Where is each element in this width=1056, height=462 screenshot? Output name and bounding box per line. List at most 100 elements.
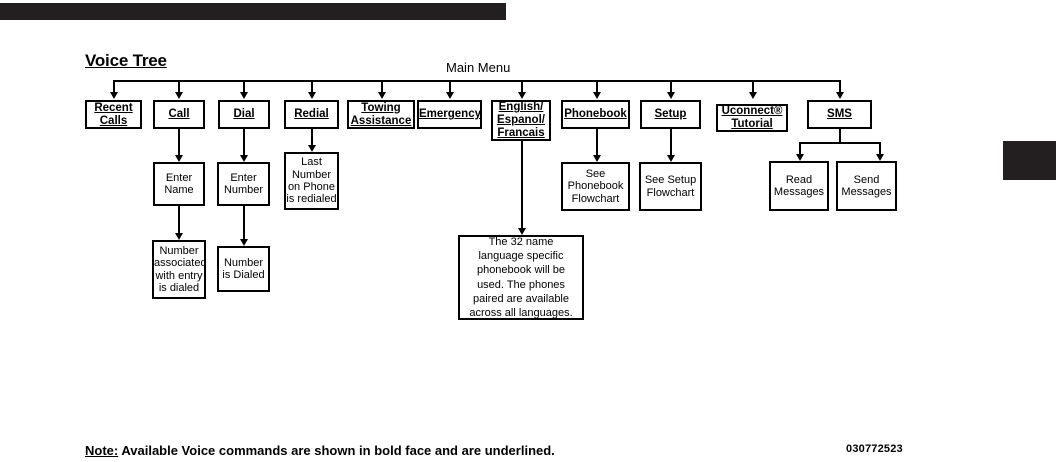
node-text-line: The 32 name language specific phonebook … [469, 236, 573, 319]
bus-drop-uconnect-tutorial [752, 80, 754, 93]
footer-note-lead: Note: [85, 443, 119, 458]
node-text-line: Call [168, 108, 190, 121]
node-text-line: Messages [773, 186, 825, 198]
node-text-line: Recent [94, 101, 133, 114]
node-text-line: Read [785, 173, 813, 186]
node-text-line: associated [154, 257, 207, 270]
bus-drop-dial [243, 80, 245, 93]
menu-node-language[interactable]: English/ Espanol/ Francais [491, 100, 551, 141]
arrow-to-setup-flowchart [666, 155, 675, 162]
node-call-number-dialed: Number associated with entry is dialed [152, 240, 207, 299]
node-read-messages: Read Messages [769, 161, 829, 211]
node-text-line: Uconnect® [721, 105, 783, 118]
menu-node-phonebook[interactable]: Phonebook [561, 100, 630, 129]
connector-enter-name-to-result [178, 206, 180, 236]
node-text-line: Flowchart [646, 186, 695, 199]
menu-node-uconnect-tutorial[interactable]: Uconnect® Tutorial [716, 104, 788, 132]
arrow-to-enter-name [174, 155, 183, 162]
connector-sms-split-bar [799, 142, 880, 144]
arrow-to-towing-assistance [377, 92, 386, 99]
menu-node-dial[interactable]: Dial [218, 100, 270, 129]
node-text-line: is Dialed [222, 269, 265, 281]
node-text-line: is dialed [158, 281, 200, 294]
bus-drop-phonebook [596, 80, 598, 93]
footer-note: Note: Available Voice commands are shown… [85, 443, 555, 458]
arrow-to-setup [666, 92, 675, 99]
document-id: 030772523 [846, 443, 903, 455]
node-text-line: Flowchart [571, 192, 620, 205]
connector-sms-to-send [879, 142, 881, 156]
bus-drop-sms [839, 80, 841, 93]
node-text-line: on Phone [287, 181, 336, 193]
menu-node-redial[interactable]: Redial [284, 100, 339, 129]
node-text-line: Espanol/ [497, 114, 545, 127]
bus-drop-towing-assistance [381, 80, 383, 93]
connector-language-to-note [521, 141, 523, 231]
node-text-line: Number [159, 244, 199, 257]
menu-node-towing-assistance[interactable]: Towing Assistance [347, 100, 415, 129]
node-text-line: Number [291, 168, 332, 181]
arrow-to-redial [307, 92, 316, 99]
connector-dial-to-enter-number [243, 129, 245, 158]
bus-drop-redial [311, 80, 313, 93]
node-text-line: Last [301, 156, 322, 169]
arrow-to-enter-number [239, 155, 248, 162]
arrow-to-dial-result [239, 239, 248, 246]
node-text-line: Calls [99, 114, 128, 127]
arrow-to-language-note [517, 228, 526, 235]
menu-node-call[interactable]: Call [153, 100, 205, 129]
node-text-line: Number [223, 184, 264, 196]
arrow-to-call [174, 92, 183, 99]
bus-drop-emergency [449, 80, 451, 93]
main-menu-bus-line [113, 80, 840, 82]
arrow-to-sms [835, 92, 844, 99]
arrow-to-redial-result [307, 145, 316, 152]
arrow-to-emergency [445, 92, 454, 99]
node-dial-number-dialed: Number is Dialed [217, 246, 270, 292]
arrow-to-uconnect-tutorial [748, 92, 757, 99]
node-text-line: Number [223, 256, 264, 269]
node-text-line: Redial [294, 108, 329, 121]
node-text-line: Dial [233, 108, 255, 121]
menu-node-emergency[interactable]: Emergency [417, 100, 482, 129]
footer-note-text: Available Voice commands are shown in bo… [118, 443, 555, 458]
arrow-to-recent-calls [109, 92, 118, 99]
node-text-line: with entry [155, 269, 203, 282]
node-see-setup-flowchart: See Setup Flowchart [639, 162, 702, 211]
arrow-to-call-result [174, 233, 183, 240]
node-text-line: Francais [497, 126, 545, 139]
menu-node-setup[interactable]: Setup [640, 100, 701, 129]
node-send-messages: Send Messages [836, 161, 897, 211]
node-text-line: Phonebook [564, 108, 627, 121]
header-black-bar [0, 3, 506, 20]
node-language-note: The 32 name language specific phonebook … [458, 235, 584, 320]
arrow-to-language [517, 92, 526, 99]
arrow-to-dial [239, 92, 248, 99]
menu-node-recent-calls[interactable]: Recent Calls [85, 100, 142, 129]
arrow-to-phonebook-flowchart [592, 155, 601, 162]
node-text-line: Enter [230, 171, 257, 184]
node-text-line: See [585, 168, 606, 181]
bus-drop-language [521, 80, 523, 93]
menu-node-sms[interactable]: SMS [807, 100, 872, 129]
node-text-line: Messages [841, 186, 892, 198]
bus-drop-setup [670, 80, 672, 93]
node-text-line: Setup [654, 108, 687, 121]
connector-enter-number-to-result [243, 206, 245, 242]
node-text-line: Phonebook [567, 180, 624, 193]
connector-redial-to-result [311, 129, 313, 148]
arrow-to-phonebook [592, 92, 601, 99]
connector-phonebook-to-flowchart [596, 129, 598, 158]
node-dial-enter-number: Enter Number [217, 162, 270, 206]
main-menu-label: Main Menu [446, 60, 511, 75]
node-text-line: Assistance [350, 114, 412, 127]
page-title: Voice Tree [85, 51, 167, 70]
node-text-line: See Setup [644, 174, 697, 187]
node-call-enter-name: Enter Name [153, 162, 205, 206]
node-text-line: Tutorial [731, 118, 773, 130]
bus-drop-call [178, 80, 180, 93]
arrow-to-read-messages [795, 154, 804, 161]
node-see-phonebook-flowchart: See Phonebook Flowchart [561, 162, 630, 211]
connector-setup-to-flowchart [670, 129, 672, 158]
